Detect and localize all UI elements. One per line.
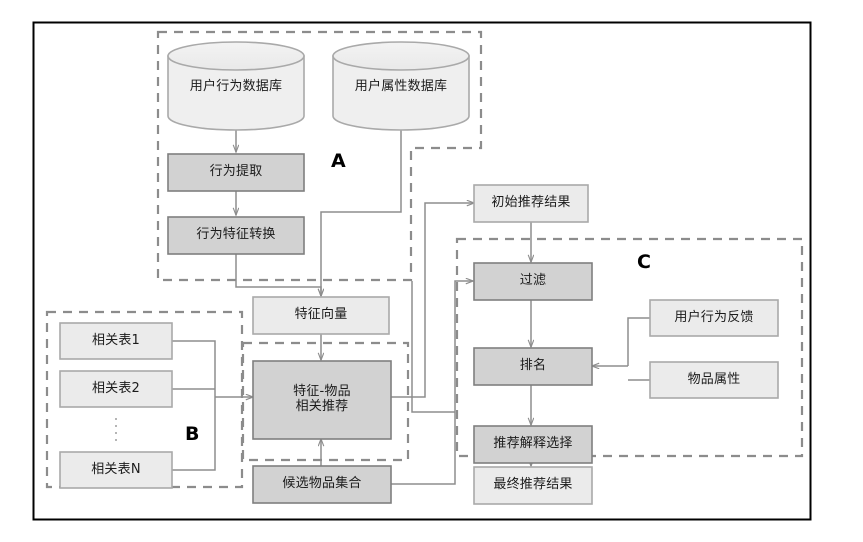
node-relation-table-n-shape — [59, 451, 173, 489]
node-behavior-feature-shape — [167, 216, 305, 255]
edge-reln-bus — [172, 397, 216, 471]
node-user-feedback-shape — [649, 299, 779, 337]
node-filter-shape — [473, 262, 593, 301]
node-final-result-shape — [473, 466, 593, 505]
node-user-attribute-db-shape — [332, 41, 470, 131]
edge-candidate-to-filter — [391, 281, 473, 485]
group-c-label: C — [637, 251, 651, 273]
group-c-dashed-border — [455, 237, 804, 458]
node-item-attribute-shape — [649, 361, 779, 399]
edge-rel1-bus — [172, 340, 216, 397]
node-feature-item-rec-shape — [252, 360, 392, 440]
node-relation-table-1-shape — [59, 322, 173, 360]
node-candidate-items-shape — [252, 465, 392, 504]
group-b-label: B — [185, 423, 200, 445]
edge-loop-return — [411, 281, 455, 413]
node-ranking-shape — [473, 347, 593, 386]
group-a-dashed-border — [156, 30, 483, 282]
node-explain-select-shape — [473, 425, 593, 464]
edge-rec-to-initial — [391, 203, 474, 398]
node-user-behavior-db-shape — [167, 41, 305, 131]
node-relation-table-2-shape — [59, 370, 173, 408]
node-behavior-extract-shape — [167, 153, 305, 192]
node-initial-result-shape — [473, 184, 589, 223]
node-feature-vector-shape — [252, 296, 390, 335]
group-a-label: A — [331, 150, 346, 172]
edge-feedback-bus — [627, 317, 650, 366]
edge-attrdb-to-vector — [321, 130, 402, 296]
group-feature-rec-dashed-border — [241, 341, 410, 462]
